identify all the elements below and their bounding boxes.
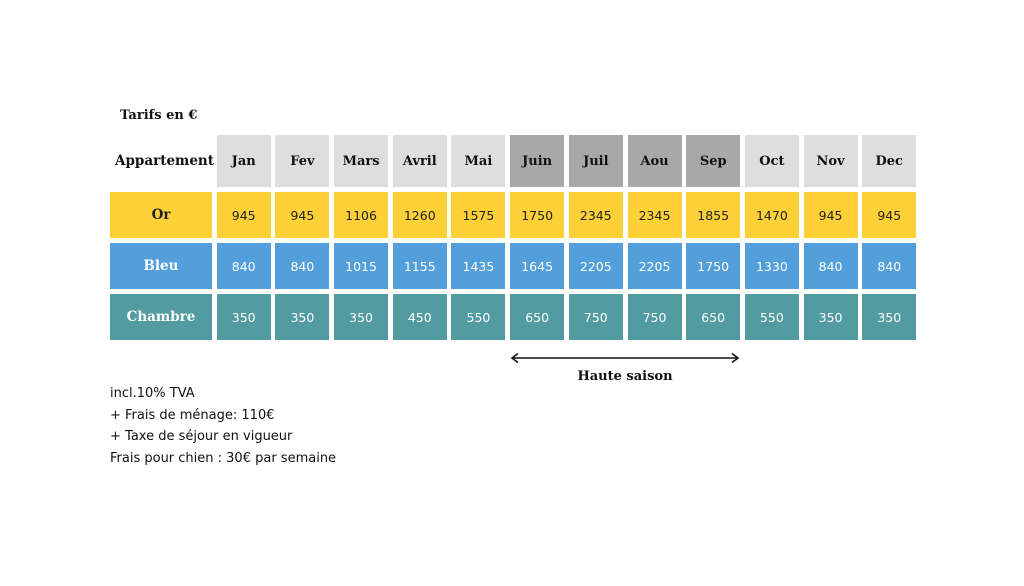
price-cell: 550 <box>744 294 799 340</box>
high-season-label: Haute saison <box>577 369 673 384</box>
price-cell: 350 <box>275 294 330 340</box>
price-cell: 2205 <box>568 243 623 289</box>
price-cell: 1106 <box>334 192 389 238</box>
month-header-high-season: Sep <box>686 135 741 187</box>
price-cell: 1015 <box>334 243 389 289</box>
price-cell: 350 <box>334 294 389 340</box>
price-cell: 2345 <box>627 192 682 238</box>
price-cell: 650 <box>686 294 741 340</box>
price-cell: 450 <box>392 294 447 340</box>
price-table: Appartement Jan Fev Mars Avril Mai Juin … <box>110 135 917 340</box>
price-cell: 1645 <box>510 243 565 289</box>
price-cell: 840 <box>862 243 917 289</box>
month-header: Avril <box>392 135 447 187</box>
month-header: Mai <box>451 135 506 187</box>
price-cell: 1470 <box>744 192 799 238</box>
price-cell: 650 <box>510 294 565 340</box>
column-header-appartement: Appartement <box>115 153 214 169</box>
double-arrow-icon <box>510 352 740 364</box>
price-cell: 1750 <box>686 243 741 289</box>
month-header-high-season: Aou <box>627 135 682 187</box>
price-cell: 1750 <box>510 192 565 238</box>
price-cell: 945 <box>216 192 271 238</box>
month-header: Fev <box>275 135 330 187</box>
price-cell: 2345 <box>568 192 623 238</box>
price-cell: 1155 <box>392 243 447 289</box>
month-header: Oct <box>744 135 799 187</box>
note-line: Frais pour chien : 30€ par semaine <box>110 450 337 466</box>
notes: incl.10% TVA + Frais de ménage: 110€ + T… <box>110 383 336 469</box>
table-title: Tarifs en € <box>120 108 198 123</box>
note-line: incl.10% TVA <box>110 386 195 401</box>
note-line: + Frais de ménage: 110€ <box>110 407 275 423</box>
note-line: + Taxe de séjour en vigueur <box>110 429 293 444</box>
price-cell: 1435 <box>451 243 506 289</box>
price-cell: 1260 <box>392 192 447 238</box>
price-cell: 945 <box>862 192 917 238</box>
month-header: Mars <box>334 135 389 187</box>
price-cell: 1855 <box>686 192 741 238</box>
row-label-bleu: Bleu <box>110 243 212 289</box>
month-header: Jan <box>216 135 271 187</box>
price-cell: 840 <box>216 243 271 289</box>
price-cell: 350 <box>803 294 858 340</box>
price-cell: 750 <box>568 294 623 340</box>
price-cell: 350 <box>216 294 271 340</box>
price-cell: 1330 <box>744 243 799 289</box>
price-cell: 945 <box>803 192 858 238</box>
price-cell: 350 <box>862 294 917 340</box>
month-header-high-season: Juin <box>510 135 565 187</box>
month-header: Dec <box>862 135 917 187</box>
price-cell: 1575 <box>451 192 506 238</box>
price-cell: 840 <box>803 243 858 289</box>
row-label-or: Or <box>110 192 212 238</box>
price-cell: 840 <box>275 243 330 289</box>
month-header-high-season: Juil <box>568 135 623 187</box>
row-label-chambre: Chambre <box>110 294 212 340</box>
price-cell: 945 <box>275 192 330 238</box>
price-cell: 750 <box>627 294 682 340</box>
month-header: Nov <box>803 135 858 187</box>
price-cell: 550 <box>451 294 506 340</box>
price-cell: 2205 <box>627 243 682 289</box>
